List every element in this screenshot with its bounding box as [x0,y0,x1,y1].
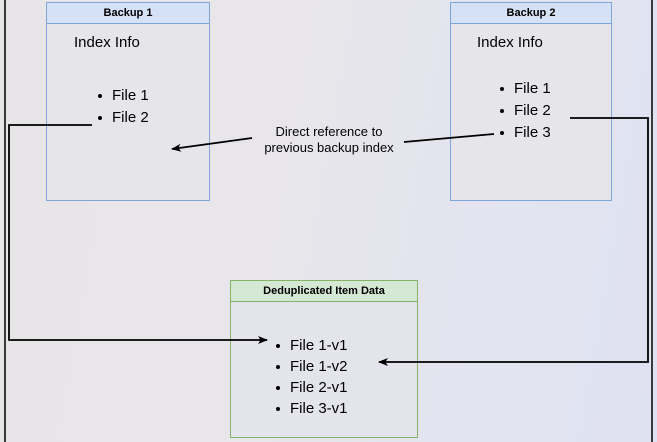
page-edge-rule-left [4,0,6,442]
list-item: File 2 [97,107,149,129]
backup2-subheading: Index Info [477,34,543,51]
center-caption: Direct reference to previous backup inde… [264,124,394,155]
backup2-box[interactable]: Backup 2 Index Info File 1 File 2 File 3 [450,2,612,201]
list-item: File 1-v2 [275,356,348,377]
list-item: File 2-v1 [275,377,348,398]
backup1-file-list: File 1 File 2 [97,85,149,129]
backup2-title: Backup 2 [451,3,611,24]
list-item: File 2 [499,100,551,122]
list-item: File 3-v1 [275,398,348,419]
backup2-file-list: File 1 File 2 File 3 [499,78,551,144]
backup1-body: Index Info File 1 File 2 [47,24,209,200]
list-item: File 3 [499,122,551,144]
backup2-body: Index Info File 1 File 2 File 3 [451,24,611,200]
list-item: File 1-v1 [275,335,348,356]
page-edge-rule-right [651,0,653,442]
list-item: File 1 [499,78,551,100]
backup1-title: Backup 1 [47,3,209,24]
backup1-subheading: Index Info [74,34,140,51]
dedup-title: Deduplicated Item Data [231,281,417,302]
dedup-file-list: File 1-v1 File 1-v2 File 2-v1 File 3-v1 [275,335,348,419]
backup1-box[interactable]: Backup 1 Index Info File 1 File 2 [46,2,210,201]
list-item: File 1 [97,85,149,107]
deduplicated-item-data-box[interactable]: Deduplicated Item Data File 1-v1 File 1-… [230,280,418,438]
dedup-body: File 1-v1 File 1-v2 File 2-v1 File 3-v1 [231,302,417,437]
